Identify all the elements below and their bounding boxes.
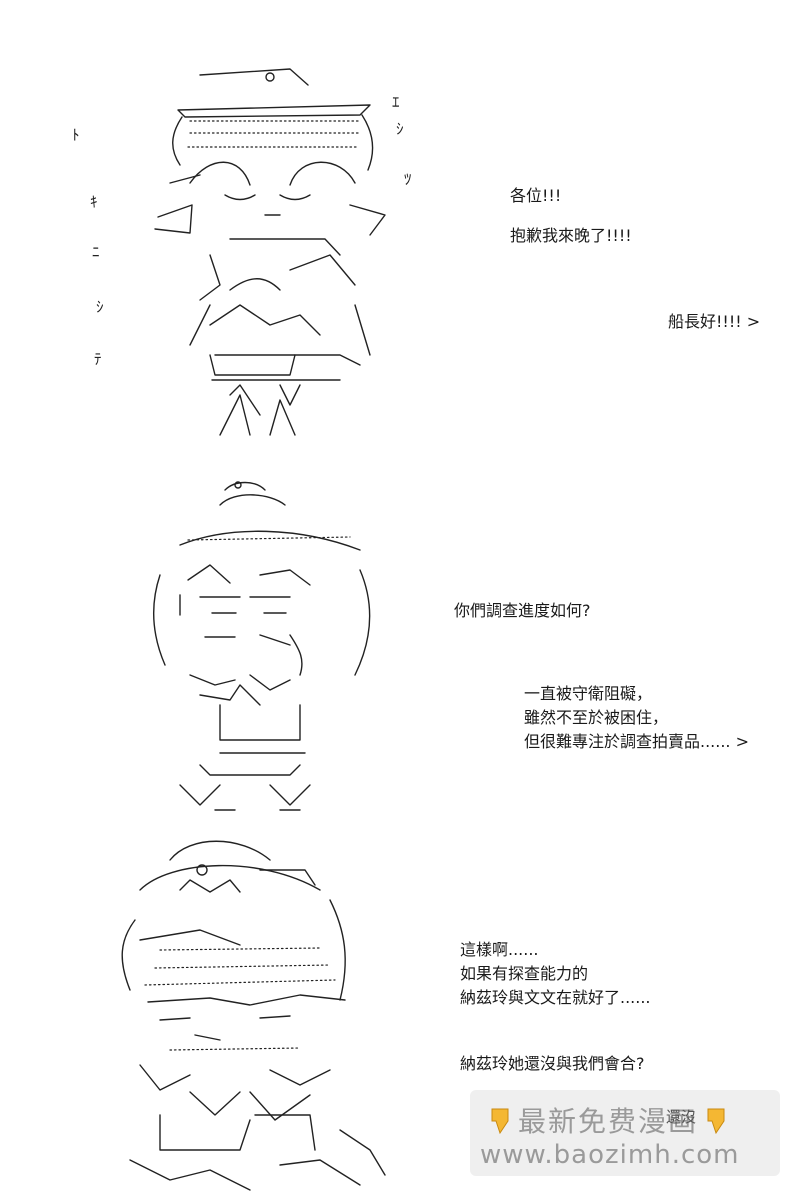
dialogue-block: 這樣啊...... 如果有探查能力的 納茲玲與文文在就好了...... bbox=[460, 938, 651, 1010]
sfx-glyph: ﾃ bbox=[94, 350, 102, 368]
sfx-glyph: ｷ bbox=[90, 193, 98, 211]
dialogue-block: 各位!!! 抱歉我來晚了!!!! bbox=[510, 184, 632, 248]
watermark-top-row: 最新免费漫画 bbox=[482, 1100, 734, 1140]
dialogue-line: 抱歉我來晚了!!!! bbox=[510, 226, 632, 245]
sfx-glyph: ﾆ bbox=[92, 243, 100, 261]
dialogue-block: 一直被守衛阻礙， 雖然不至於被困住， 但很難專注於調查拍賣品...... > bbox=[524, 682, 749, 754]
sfx-glyph: ｼ bbox=[96, 298, 104, 316]
panel-2: 你們調查進度如何? 一直被守衛阻礙， 雖然不至於被困住， 但很難專注於調查拍賣品… bbox=[0, 460, 800, 820]
watermark-slogan: 最新免费漫画 bbox=[518, 1105, 699, 1138]
character-figure-long-hair bbox=[121, 840, 386, 1191]
dialogue-line: 但很難專注於調查拍賣品...... > bbox=[524, 732, 750, 751]
dialogue-line: 如果有探查能力的 bbox=[460, 964, 589, 983]
dialogue-line: 這樣啊...... bbox=[460, 940, 539, 959]
dialogue-question: 納茲玲她還沒與我們會合? bbox=[460, 1054, 645, 1073]
pointing-hand-icon bbox=[707, 1108, 725, 1135]
dialogue-line: 一直被守衛阻礙， bbox=[524, 684, 653, 703]
sfx-glyph: ｴ bbox=[392, 93, 400, 111]
sfx-glyph: ｼ bbox=[396, 120, 404, 138]
captain-figure-arriving bbox=[154, 68, 386, 436]
watermark-url[interactable]: www.baozimh.com bbox=[480, 1140, 740, 1170]
panel-1: ｷ ﾆ ｼ ﾃ ｴ ｼ ﾂ ﾄ 各位!!! 抱歉我來晚了!!!! 船長好!!!!… bbox=[0, 0, 800, 460]
dialogue-question: 你們調查進度如何? bbox=[454, 601, 591, 620]
panel-3: 這樣啊...... 如果有探查能力的 納茲玲與文文在就好了...... 納茲玲她… bbox=[0, 820, 800, 1200]
sfx-glyph: ﾂ bbox=[404, 170, 412, 188]
dialogue-reply-under-watermark: 還沒 bbox=[666, 1108, 697, 1126]
dialogue-line: 納茲玲與文文在就好了...... bbox=[460, 988, 651, 1007]
pointing-hand-icon bbox=[491, 1108, 509, 1135]
character-figure-hat bbox=[152, 481, 371, 811]
dialogue-reply: 船長好!!!! > bbox=[668, 312, 761, 331]
dialogue-line: 雖然不至於被困住， bbox=[524, 708, 669, 727]
watermark-overlay: 最新免费漫画 www.baozimh.com 還沒 bbox=[470, 1090, 780, 1176]
sfx-glyph: ﾄ bbox=[72, 126, 80, 144]
dialogue-line: 各位!!! bbox=[510, 186, 562, 205]
